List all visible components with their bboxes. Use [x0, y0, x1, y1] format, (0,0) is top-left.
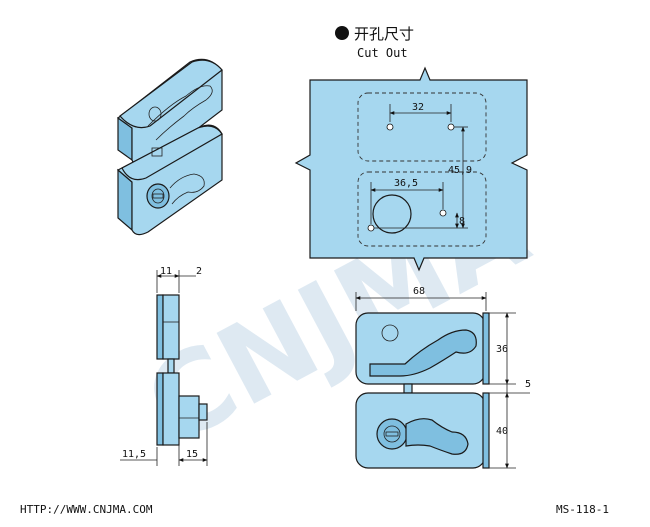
- side-connector: [167, 358, 175, 374]
- cutout-lower-outline: [357, 171, 487, 247]
- title-en: Cut Out: [357, 46, 408, 60]
- cutout-lock-hole: [372, 194, 412, 234]
- front-lock-cylinder: [376, 418, 408, 450]
- iso-upper-curve: [147, 85, 213, 141]
- iso-upper-face: [119, 59, 223, 129]
- front-upper-edge: [482, 312, 490, 385]
- front-upper-hole: [381, 324, 399, 342]
- isometric-view: [116, 58, 223, 236]
- front-connector: [403, 383, 413, 394]
- side-upper-body: [162, 294, 180, 360]
- cutout-panel: [294, 66, 528, 272]
- dim-8-label: 8: [459, 216, 465, 227]
- dim-68-label: 68: [413, 286, 425, 297]
- dim-15-label: 15: [186, 449, 198, 460]
- front-lock-core: [383, 425, 401, 443]
- footer-model: MS-118-1: [556, 503, 609, 516]
- cutout-pin-hole-4: [367, 224, 375, 232]
- dim-459-label: 45,9: [448, 165, 472, 176]
- cutout-pin-hole-3: [439, 209, 447, 217]
- side-lock-body: [178, 395, 200, 439]
- dim-11-label: 11: [160, 266, 172, 277]
- iso-hinge-pin: [151, 147, 163, 157]
- front-upper-groove: [369, 329, 477, 377]
- dim-5-label: 5: [525, 379, 531, 390]
- iso-lower-body: [116, 124, 223, 236]
- cutout-upper-outline: [357, 92, 487, 162]
- side-view: 11 2 11,5 15: [120, 266, 208, 466]
- front-view: 68 36 5 40: [355, 286, 531, 469]
- iso-lock-cylinder: [146, 183, 170, 209]
- iso-upper-hole: [148, 106, 162, 122]
- dim-40-label: 40: [496, 426, 508, 437]
- side-lower-back: [156, 372, 164, 446]
- footer-website: HTTP://WWW.CNJMA.COM: [20, 503, 153, 516]
- side-lower-body: [162, 372, 180, 446]
- dim-365-label: 36,5: [394, 178, 418, 189]
- side-upper-back: [156, 294, 164, 360]
- dim-36-label: 36: [496, 344, 508, 355]
- dim-32-label: 32: [412, 102, 424, 113]
- iso-lower-curve: [169, 173, 205, 205]
- front-key-slot-icon: [385, 431, 399, 437]
- iso-lower-face: [121, 125, 223, 181]
- dim-2-label: 2: [196, 266, 202, 277]
- iso-key-slot: [152, 193, 164, 199]
- bullet-icon: [335, 26, 349, 40]
- side-lock-cap: [198, 403, 208, 421]
- iso-lock-core: [151, 188, 165, 204]
- dim-115-label: 11,5: [122, 449, 146, 460]
- front-lower-groove: [405, 418, 469, 455]
- cutout-title: 开孔尺寸 Cut Out: [335, 25, 414, 60]
- title-cn: 开孔尺寸: [354, 25, 414, 43]
- cutout-pin-hole-2: [447, 123, 455, 131]
- cutout-view: 32 45,9 36,5 8: [294, 66, 528, 272]
- front-lower-edge: [482, 392, 490, 469]
- cutout-pin-hole-1: [386, 123, 394, 131]
